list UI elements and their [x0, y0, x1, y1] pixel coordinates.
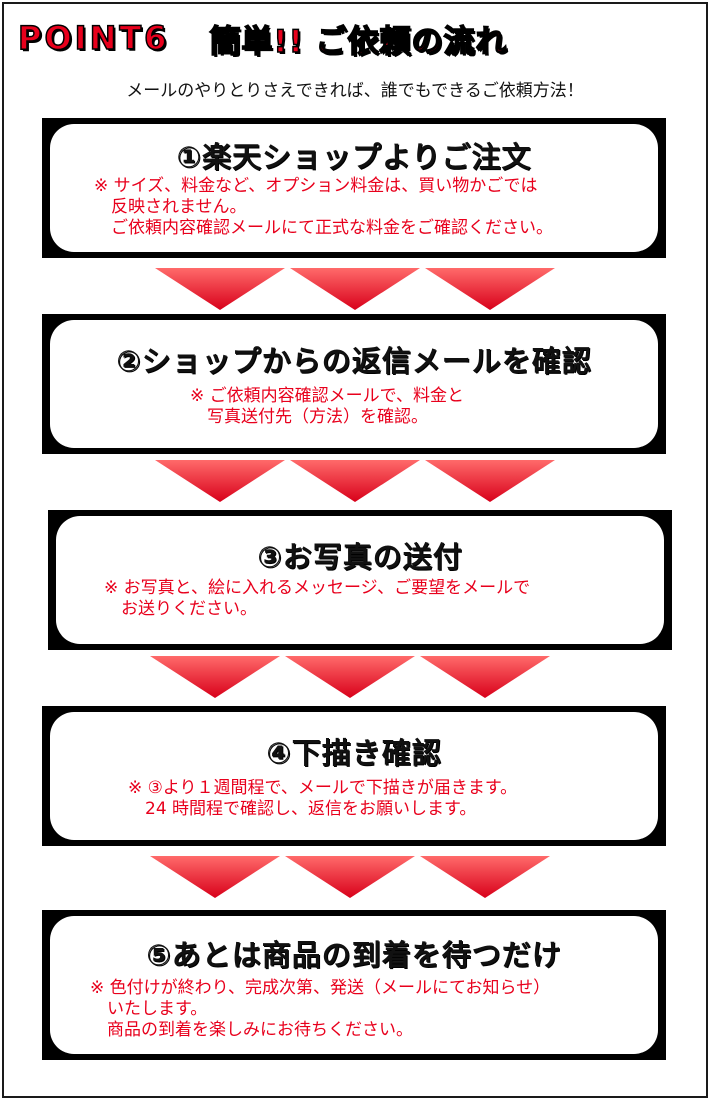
step-5-note-line-2: いたします。 — [90, 999, 208, 1019]
down-arrow-icon — [420, 856, 550, 898]
step-5-title: ⑤あとは商品の到着を待つだけ — [146, 938, 562, 972]
step-2-note-line-1: ※ ご依頼内容確認メールで、料金と — [190, 386, 464, 406]
step-1-note-line-3: ご依頼内容確認メールにて正式な料金をご確認ください。 — [94, 218, 553, 238]
step-2-box: ②ショップからの返信メールを確認 ※ ご依頼内容確認メールで、料金と 写真送付先… — [42, 314, 666, 454]
step-4-note-line-2: 24 時間程で確認し、返信をお願いします。 — [128, 799, 477, 819]
step-5-note-line-3: 商品の到着を楽しみにお待ちください。 — [90, 1020, 413, 1040]
header: POINT6 簡単!! ご依頼の流れ — [17, 14, 508, 62]
down-arrow-icon — [425, 460, 555, 502]
down-arrow-icon — [290, 268, 420, 310]
step-5-note-line-1: ※ 色付けが終わり、完成次第、発送（メールにてお知らせ） — [90, 978, 551, 998]
down-arrow-icon — [155, 460, 285, 502]
step-4-box: ④下描き確認 ※ ③より１週間程で、メールで下描きが届きます。 24 時間程で確… — [42, 706, 666, 846]
down-arrow-icon — [285, 656, 415, 698]
arrow-row-4 — [150, 856, 550, 906]
down-arrow-icon — [155, 268, 285, 310]
step-4-inner: ④下描き確認 ※ ③より１週間程で、メールで下描きが届きます。 24 時間程で確… — [50, 712, 658, 840]
step-2-note: ※ ご依頼内容確認メールで、料金と 写真送付先（方法）を確認。 — [190, 386, 464, 428]
header-title: 簡単!! ご依頼の流れ — [209, 23, 508, 61]
arrow-row-3 — [150, 656, 550, 706]
down-arrow-icon — [425, 268, 555, 310]
subtitle: メールのやりとりさえできれば、誰でもできるご依頼方法！ — [126, 81, 584, 101]
down-arrow-icon — [290, 460, 420, 502]
step-3-inner: ③お写真の送付 ※ お写真と、絵に入れるメッセージ、ご要望をメールで お送りくだ… — [56, 516, 664, 644]
step-5-box: ⑤あとは商品の到着を待つだけ ※ 色付けが終わり、完成次第、発送（メールにてお知… — [42, 910, 666, 1060]
step-2-inner: ②ショップからの返信メールを確認 ※ ご依頼内容確認メールで、料金と 写真送付先… — [50, 320, 658, 448]
step-4-title: ④下描き確認 — [266, 736, 442, 770]
arrow-row-1 — [155, 268, 555, 318]
step-5-inner: ⑤あとは商品の到着を待つだけ ※ 色付けが終わり、完成次第、発送（メールにてお知… — [50, 916, 658, 1054]
down-arrow-icon — [420, 656, 550, 698]
step-3-box: ③お写真の送付 ※ お写真と、絵に入れるメッセージ、ご要望をメールで お送りくだ… — [48, 510, 672, 650]
step-1-note-line-2: 反映されません。 — [94, 197, 247, 217]
step-3-title: ③お写真の送付 — [257, 540, 463, 574]
step-1-note-line-1: ※ サイズ、料金など、オプション料金は、買い物かごでは — [94, 176, 538, 196]
arrow-row-2 — [155, 460, 555, 510]
step-3-note-line-2: お送りください。 — [104, 599, 257, 619]
down-arrow-icon — [285, 856, 415, 898]
step-1-box: ①楽天ショップよりご注文 ※ サイズ、料金など、オプション料金は、買い物かごでは… — [42, 118, 666, 258]
step-2-title: ②ショップからの返信メールを確認 — [116, 344, 592, 378]
step-4-note-line-1: ※ ③より１週間程で、メールで下描きが届きます。 — [128, 778, 518, 798]
step-2-note-line-2: 写真送付先（方法）を確認。 — [190, 407, 428, 427]
down-arrow-icon — [150, 656, 280, 698]
step-1-inner: ①楽天ショップよりご注文 ※ サイズ、料金など、オプション料金は、買い物かごでは… — [50, 124, 658, 252]
step-5-note: ※ 色付けが終わり、完成次第、発送（メールにてお知らせ） いたします。 商品の到… — [90, 978, 550, 1041]
step-3-note: ※ お写真と、絵に入れるメッセージ、ご要望をメールで お送りください。 — [104, 578, 530, 620]
step-4-note: ※ ③より１週間程で、メールで下描きが届きます。 24 時間程で確認し、返信をお… — [128, 778, 517, 820]
step-1-note: ※ サイズ、料金など、オプション料金は、買い物かごでは 反映されません。 ご依頼… — [94, 176, 553, 239]
down-arrow-icon — [150, 856, 280, 898]
step-3-note-line-1: ※ お写真と、絵に入れるメッセージ、ご要望をメールで — [104, 578, 531, 598]
point-label: POINT6 — [17, 18, 170, 58]
step-1-title: ①楽天ショップよりご注文 — [176, 140, 532, 174]
